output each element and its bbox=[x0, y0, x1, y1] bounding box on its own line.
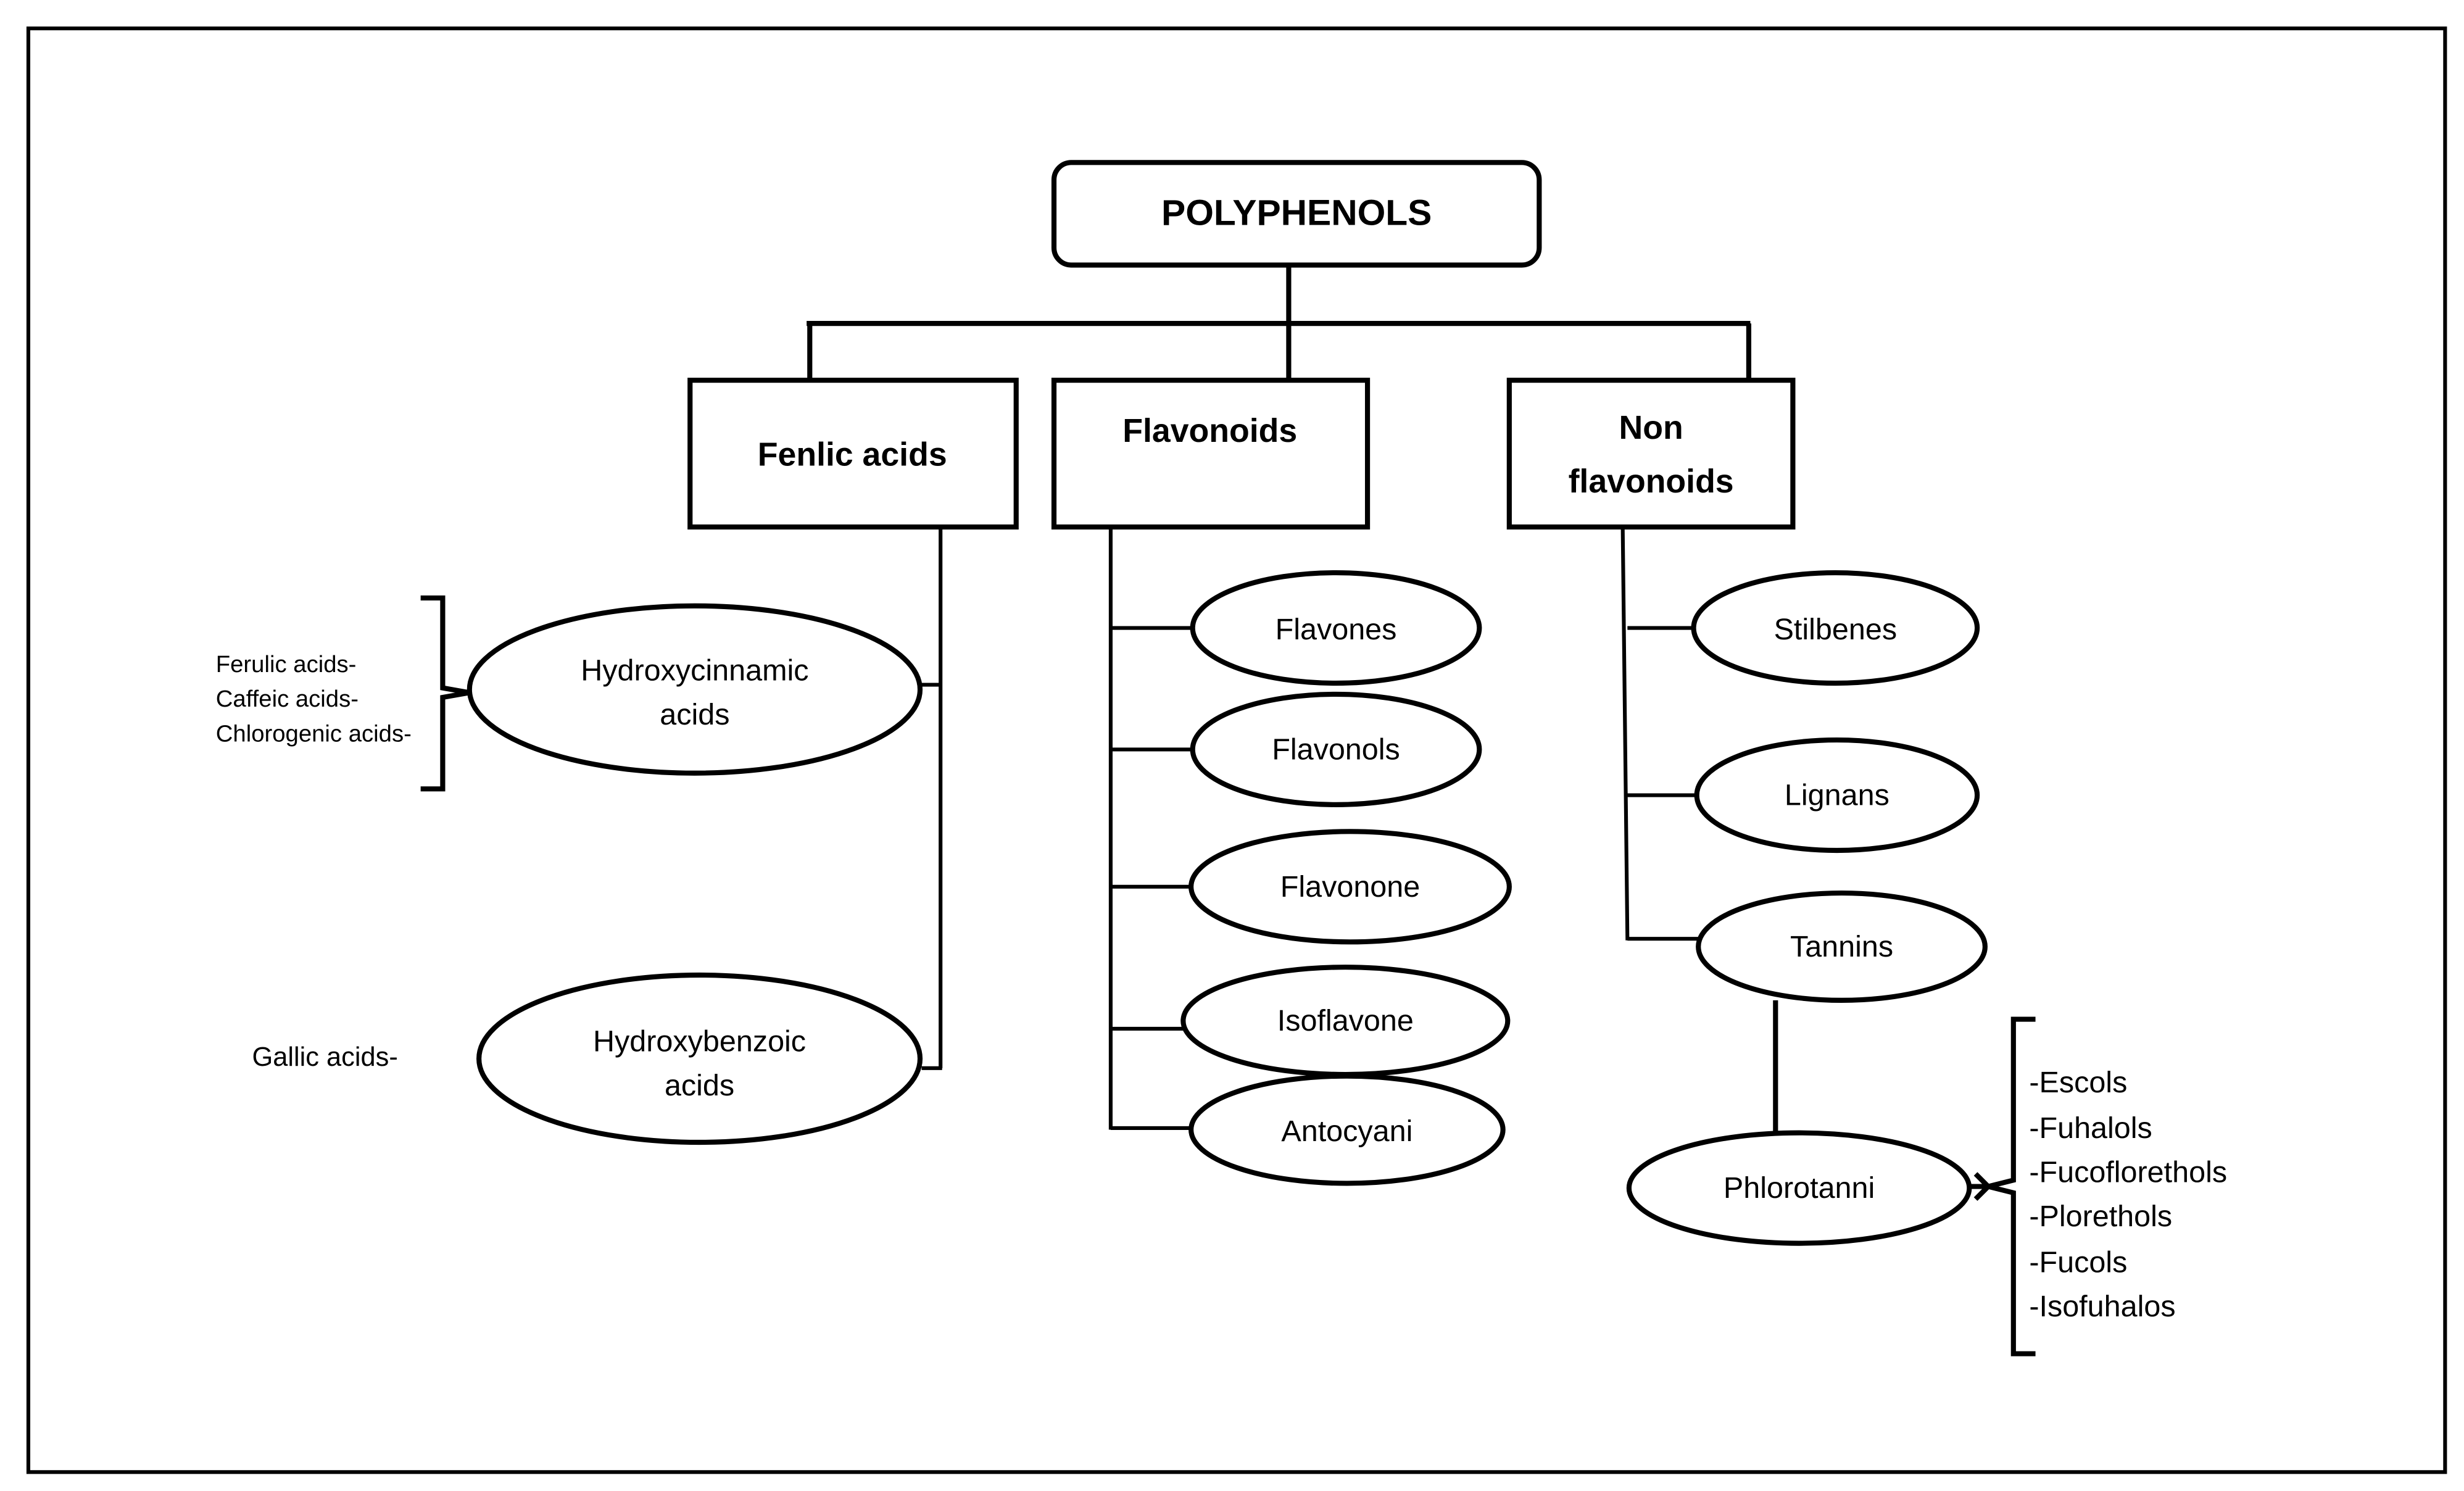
non-flavonoids-box bbox=[1506, 378, 1796, 530]
phenolic-label: Fenlic acids bbox=[758, 436, 947, 473]
non-flavonoids-label-line-2: flavonoids bbox=[1569, 463, 1734, 500]
hydroxycinnamic-ellipse bbox=[467, 603, 923, 776]
node-hydroxycinnamic-acids: Hydroxycinnamic acids bbox=[467, 603, 923, 776]
example-fucoflorethols: -Fucoflorethols bbox=[2029, 1156, 2227, 1189]
antocyani-label: Antocyani bbox=[1281, 1115, 1412, 1148]
lignans-ellipse bbox=[1694, 737, 1980, 853]
hydroxybenzoic-ellipse bbox=[476, 972, 923, 1145]
node-flavones: Flavones bbox=[1190, 570, 1482, 686]
phenolic-box bbox=[687, 378, 1019, 530]
category-non-flavonoids: Non flavonoids bbox=[1506, 378, 1796, 530]
root-connectors bbox=[807, 265, 1751, 381]
hydroxycinnamic-examples: Ferulic acids- Caffeic acids- Chlorogeni… bbox=[216, 651, 412, 747]
flavonone-ellipse bbox=[1188, 829, 1512, 945]
root-box bbox=[1051, 160, 1542, 268]
stilbenes-ellipse bbox=[1691, 570, 1980, 686]
hydroxybenzoic-label-line-1: Hydroxybenzoic bbox=[593, 1024, 806, 1058]
example-chlorogenic-acids: Chlorogenic acids- bbox=[216, 720, 412, 747]
flavones-ellipse bbox=[1190, 570, 1482, 686]
phlorotanni-examples: -Escols -Fuhalols -Fucoflorethols -Plore… bbox=[2029, 1066, 2227, 1323]
root-label: POLYPHENOLS bbox=[1161, 193, 1432, 233]
example-isofuhalos: -Isofuhalos bbox=[2029, 1290, 2175, 1323]
outer-frame bbox=[26, 26, 2447, 1474]
node-lignans: Lignans bbox=[1694, 737, 1980, 853]
example-fucols: -Fucols bbox=[2029, 1245, 2127, 1279]
connector-non-flavonoid-trunk bbox=[1620, 526, 1630, 941]
antocyani-ellipse bbox=[1188, 1073, 1506, 1186]
tannins-label: Tannins bbox=[1790, 930, 1893, 963]
non-flavonoid-connectors bbox=[1620, 526, 1778, 1133]
node-isoflavone: Isoflavone bbox=[1180, 965, 1511, 1078]
example-escols: -Escols bbox=[2029, 1066, 2127, 1099]
flavonoids-box bbox=[1051, 378, 1371, 530]
node-flavonols: Flavonols bbox=[1190, 691, 1482, 807]
flavonoids-label: Flavonoids bbox=[1122, 412, 1297, 449]
category-phenolic: Fenlic acids bbox=[687, 378, 1019, 530]
lignans-label: Lignans bbox=[1785, 779, 1889, 812]
example-gallic-acids: Gallic acids- bbox=[252, 1042, 397, 1072]
hydroxycinnamic-examples-bracket bbox=[420, 595, 470, 792]
example-caffeic-acids: Caffeic acids- bbox=[216, 686, 359, 712]
flavonols-label: Flavonols bbox=[1272, 733, 1400, 766]
node-hydroxybenzoic-acids: Hydroxybenzoic acids bbox=[476, 972, 923, 1145]
stilbenes-label: Stilbenes bbox=[1774, 613, 1898, 646]
node-antocyani: Antocyani bbox=[1188, 1073, 1506, 1186]
phlorotanni-ellipse bbox=[1626, 1130, 1972, 1246]
node-stilbenes: Stilbenes bbox=[1691, 570, 1980, 686]
tannins-ellipse bbox=[1696, 890, 1988, 1003]
flavonols-ellipse bbox=[1190, 691, 1482, 807]
category-flavonoids: Flavonoids bbox=[1051, 378, 1371, 530]
flavones-label: Flavones bbox=[1276, 613, 1397, 646]
phlorotanni-label: Phlorotanni bbox=[1724, 1171, 1875, 1205]
phenolic-connectors bbox=[919, 526, 943, 1070]
flavonone-label: Flavonone bbox=[1280, 870, 1420, 903]
phlorotanni-examples-bracket bbox=[1987, 1016, 2036, 1356]
hydroxybenzoic-label-line-2: acids bbox=[665, 1069, 734, 1102]
example-fuhalols: -Fuhalols bbox=[2029, 1111, 2152, 1145]
example-plorethols: -Plorethols bbox=[2029, 1200, 2172, 1233]
node-flavonone: Flavonone bbox=[1188, 829, 1512, 945]
root-node: POLYPHENOLS bbox=[1051, 160, 1542, 268]
isoflavone-label: Isoflavone bbox=[1277, 1004, 1414, 1037]
node-tannins: Tannins bbox=[1696, 890, 1988, 1003]
hydroxycinnamic-label-line-1: Hydroxycinnamic bbox=[581, 654, 808, 687]
example-ferulic-acids: Ferulic acids- bbox=[216, 651, 357, 678]
flavonoid-connectors bbox=[1108, 526, 1193, 1131]
non-flavonoids-label-line-1: Non bbox=[1619, 409, 1683, 446]
node-phlorotanni: Phlorotanni bbox=[1626, 1130, 1972, 1246]
hydroxycinnamic-label-line-2: acids bbox=[660, 698, 729, 731]
